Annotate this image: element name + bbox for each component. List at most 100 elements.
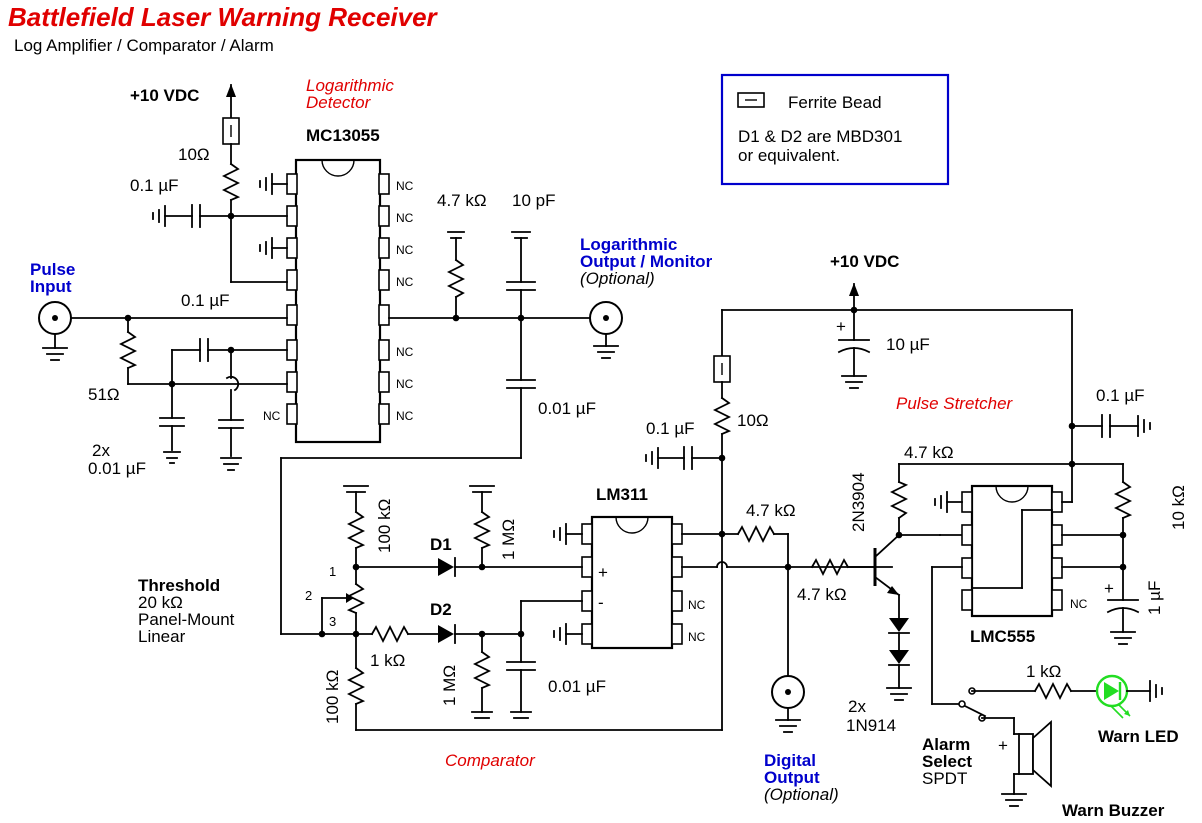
pot-taper-label: Linear: [138, 627, 186, 646]
cap-polarity: +: [836, 317, 846, 336]
resistor-4-7k: [736, 524, 776, 544]
diodes-label-2: 1N914: [846, 716, 896, 735]
supply-arrow-icon: [226, 84, 236, 97]
c2x-label-1: 2x: [92, 441, 110, 460]
c001-label: 0.01 µF: [538, 399, 596, 418]
threshold-label: Threshold: [138, 576, 220, 595]
pot-pin-3: 3: [329, 614, 336, 629]
alarm-select-label-2: Select: [922, 752, 972, 771]
c1u-label: 1 µF: [1145, 581, 1164, 615]
r10k-label: 10 kΩ: [1169, 485, 1188, 530]
ic3-label: LMC555: [970, 627, 1035, 646]
pot-pin-2: 2: [305, 588, 312, 603]
nc-label: NC: [263, 409, 281, 423]
log-output-label-2: Output / Monitor: [580, 252, 713, 271]
nc-label: NC: [688, 630, 706, 644]
r51-label: 51Ω: [88, 385, 120, 404]
section-log-detector-2: Detector: [306, 93, 372, 112]
digital-output-label-1: Digital: [764, 751, 816, 770]
alarm-select-label-3: SPDT: [922, 769, 967, 788]
pulse-input-label-1: Pulse: [30, 260, 75, 279]
log-output-connector: [589, 301, 623, 359]
r1m-label: 1 MΩ: [440, 665, 459, 706]
lm311-ic: [581, 515, 683, 650]
nc-label: NC: [396, 409, 414, 423]
pulse-input-label-2: Input: [30, 277, 72, 296]
r100k-label: 100 kΩ: [375, 499, 394, 553]
mc13055-ic: [286, 158, 390, 444]
nc-label: NC: [688, 598, 706, 612]
c001-label: 0.01 µF: [548, 677, 606, 696]
warn-buzzer-label: Warn Buzzer: [1062, 801, 1165, 820]
section-log-detector-1: Logarithmic: [306, 76, 394, 95]
diode-d1: [438, 558, 454, 576]
lmc555-ic: [961, 484, 1063, 618]
diodes-label-1: 2x: [848, 697, 866, 716]
diode-d2: [438, 625, 454, 643]
r10-label: 10Ω: [737, 411, 769, 430]
c2x-label-2: 0.01 µF: [88, 459, 146, 478]
vdc-label-2: +10 VDC: [830, 252, 899, 271]
resistor-100k: [346, 510, 366, 550]
warn-buzzer-icon: [1018, 719, 1052, 789]
nc-label: NC: [396, 179, 414, 193]
transistor-2n3904: [847, 533, 901, 597]
threshold-pot[interactable]: [346, 582, 366, 615]
noninv-input-label: +: [598, 563, 608, 582]
section-pulse-stretcher: Pulse Stretcher: [896, 394, 1014, 413]
resistor-4-7k: [889, 480, 909, 520]
warn-led-label: Warn LED: [1098, 727, 1179, 746]
ground-symbol: [259, 173, 288, 195]
nc-label: NC: [1070, 597, 1088, 611]
log-output-label-3: (Optional): [580, 269, 655, 288]
log-output-label-1: Logarithmic: [580, 235, 677, 254]
legend-box: Ferrite Bead D1 & D2 are MBD301 or equiv…: [720, 73, 950, 186]
r1k-label: 1 kΩ: [370, 651, 405, 670]
resistor-10-ohm: [221, 162, 241, 202]
c01-label: 0.1 µF: [181, 291, 230, 310]
resistor-10k: [1113, 480, 1133, 520]
resistor-1m: [472, 510, 492, 550]
r1m-label: 1 MΩ: [499, 519, 518, 560]
legend-note-1: D1 & D2 are MBD301: [738, 127, 902, 146]
resistor-1k: [370, 624, 410, 644]
pot-value-label: 20 kΩ: [138, 593, 183, 612]
c01-label: 0.1 µF: [130, 176, 179, 195]
warn-led-icon: [1095, 674, 1131, 719]
resistor-4-7k: [810, 557, 850, 577]
resistor-100k: [346, 666, 366, 706]
transistor-label: 2N3904: [849, 472, 868, 532]
pot-pin-1: 1: [329, 564, 336, 579]
resistor-1m: [472, 650, 492, 690]
nc-label: NC: [396, 377, 414, 391]
c10p-label: 10 pF: [512, 191, 555, 210]
r47-label: 4.7 kΩ: [904, 443, 954, 462]
c01-label: 0.1 µF: [1096, 386, 1145, 405]
r47-label: 4.7 kΩ: [437, 191, 487, 210]
page-subtitle: Log Amplifier / Comparator / Alarm: [14, 36, 274, 55]
nc-label: NC: [396, 275, 414, 289]
pulse-input-connector: [38, 301, 72, 361]
cap-polarity: +: [1104, 579, 1114, 598]
resistor-1k: [1033, 681, 1073, 701]
alarm-select-label-1: Alarm: [922, 735, 970, 754]
c01-label: 0.1 µF: [646, 419, 695, 438]
resistor-4-7k: [446, 258, 466, 299]
r47-label: 4.7 kΩ: [797, 585, 847, 604]
ground-symbol: [259, 237, 288, 259]
digital-output-connector: [771, 675, 805, 733]
r10-label: 10Ω: [178, 145, 210, 164]
legend-note-2: or equivalent.: [738, 146, 840, 165]
resistor-51-ohm: [118, 330, 138, 370]
supply-arrow-icon: [849, 283, 859, 296]
page-title: Battlefield Laser Warning Receiver: [8, 2, 439, 32]
r47-label: 4.7 kΩ: [746, 501, 796, 520]
r1k-label: 1 kΩ: [1026, 662, 1061, 681]
buzzer-polarity: +: [998, 736, 1008, 755]
d1-label: D1: [430, 535, 452, 554]
nc-label: NC: [396, 345, 414, 359]
pot-mount-label: Panel-Mount: [138, 610, 235, 629]
ground-symbol: [152, 205, 166, 227]
c10u-label: 10 µF: [886, 335, 930, 354]
